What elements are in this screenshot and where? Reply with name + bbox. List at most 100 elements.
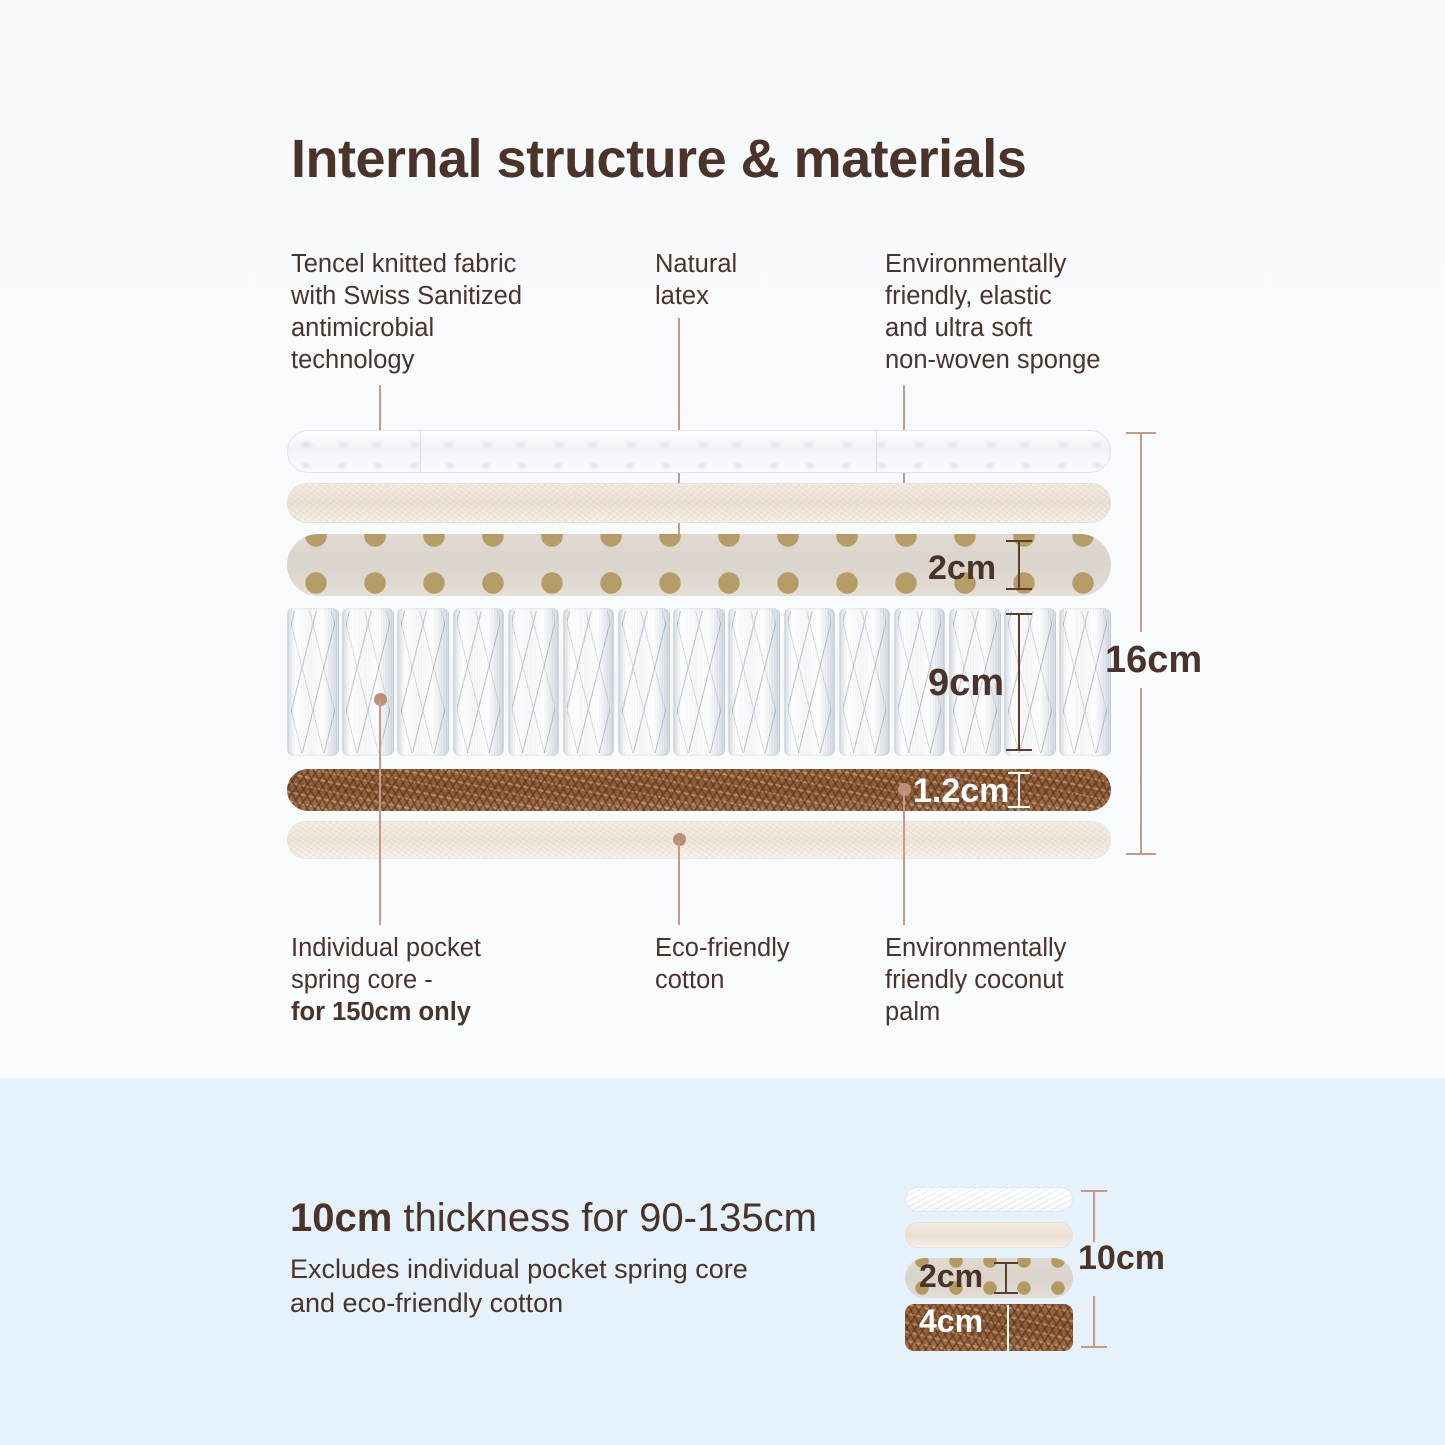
page-title: Internal structure & materials [291, 129, 1027, 189]
spring-coil-texture-alt [291, 611, 335, 753]
spring-coil-texture [401, 611, 445, 753]
spring-fabric-weave [728, 608, 780, 756]
spring-fabric-weave [562, 608, 615, 756]
callout-spring-core-bold: for 150cm only [291, 998, 471, 1026]
pocket-spring-cell [287, 608, 339, 756]
spring-fabric-weave [893, 608, 946, 756]
dim-latex-cap-top [1006, 540, 1032, 542]
spring-coil-texture [732, 611, 776, 753]
spring-fabric-weave [783, 608, 836, 756]
mini-dim-total-label: 10cm [1078, 1239, 1165, 1277]
callout-latex: Natural latex [655, 250, 738, 310]
spring-coil-texture [787, 611, 832, 753]
spring-coil-texture-alt [897, 611, 942, 753]
layer-coconut-palm [287, 769, 1111, 811]
spring-fabric-weave [618, 608, 670, 756]
bottom-section-subtext: Excludes individual pocket spring core a… [290, 1254, 748, 1318]
spring-coil-texture-alt [677, 611, 721, 753]
dim-latex-cap-bottom [1006, 588, 1032, 590]
tencel-seam-right [876, 431, 877, 472]
spring-fabric-weave [949, 608, 1001, 756]
mini-dim-coconut-label: 4cm [919, 1303, 984, 1339]
mini-dim-latex-line [1005, 1262, 1007, 1294]
layer-pocket-spring-core [287, 608, 1111, 756]
pocket-spring-cell [618, 608, 670, 756]
tencel-seam-left [420, 431, 421, 472]
spring-fabric-weave [287, 608, 339, 756]
pocket-spring-cell [673, 608, 725, 756]
spring-coil-texture-alt [1008, 611, 1052, 753]
spring-coil-texture [1008, 611, 1052, 753]
pocket-spring-cell [507, 608, 560, 756]
latex-perforation-texture [287, 534, 1111, 596]
callout-coconut-palm: Environmentally friendly coconut palm [885, 934, 1067, 1026]
pocket-spring-cell [452, 608, 505, 756]
spring-fabric-weave [1059, 608, 1111, 756]
pocket-spring-cell [1004, 608, 1056, 756]
callout-tencel: Tencel knitted fabric with Swiss Sanitiz… [291, 250, 523, 374]
spring-coil-texture-alt [346, 611, 390, 753]
dim-latex-line [1018, 540, 1020, 590]
spring-coil-texture [566, 611, 611, 753]
spring-coil-texture-alt [842, 611, 887, 753]
mini-dim-total-line-lower [1093, 1296, 1095, 1348]
bottom-heading-rest: thickness for 90-135cm [392, 1196, 817, 1240]
mini-dim-latex-cap-top [994, 1262, 1018, 1264]
layer-eco-friendly-cotton [287, 821, 1111, 859]
spring-coil-texture-alt [622, 611, 666, 753]
mini-latex-texture [905, 1258, 1073, 1298]
callout-spring-core: Individual pocket spring core - for 150c… [291, 932, 591, 1028]
bottom-section-heading: 10cm thickness for 90-135cm [290, 1196, 817, 1241]
spring-coil-texture-alt [456, 611, 501, 753]
spring-coil-texture [622, 611, 666, 753]
mini-dim-coconut-line [1007, 1305, 1009, 1351]
mini-dim-latex-cap-bottom [994, 1292, 1018, 1294]
spring-coil-texture-alt [401, 611, 445, 753]
spring-coil-texture [897, 611, 942, 753]
layer-tencel-knitted-fabric [287, 430, 1111, 473]
mini-dim-total-cap-top [1081, 1190, 1107, 1192]
spring-coil-texture [456, 611, 501, 753]
mini-layer-coconut [905, 1304, 1073, 1351]
pocket-spring-cell [893, 608, 946, 756]
spring-coil-texture-alt [953, 611, 997, 753]
leader-line-coconut [903, 790, 905, 925]
mini-layer-sponge [905, 1222, 1073, 1248]
spring-coil-texture [346, 611, 390, 753]
spring-fabric-weave [452, 608, 505, 756]
spring-coil-texture-alt [566, 611, 611, 753]
bottom-heading-bold: 10cm [290, 1196, 393, 1240]
spring-coil-texture [842, 611, 887, 753]
dim-total-label: 16cm [1105, 639, 1203, 681]
spring-fabric-weave [1004, 608, 1056, 756]
spring-coil-texture [511, 611, 556, 753]
background-bottom [0, 1078, 1445, 1445]
dim-coconut-cap-bottom [1008, 806, 1030, 808]
leader-dot-spring-core [374, 693, 387, 706]
leader-line-spring-core [379, 700, 381, 925]
tencel-texture [288, 431, 1110, 472]
spring-coil-texture-alt [787, 611, 832, 753]
dim-springs-line [1018, 613, 1020, 751]
spring-coil-texture [291, 611, 335, 753]
callout-sponge: Environmentally friendly, elastic and ul… [885, 250, 1101, 374]
leader-dot-cotton [673, 833, 686, 846]
mini-layer-tencel [905, 1187, 1073, 1212]
mini-layer-latex [905, 1258, 1073, 1298]
dim-springs-cap-bottom [1006, 749, 1032, 751]
mini-dim-total-line-upper [1093, 1190, 1095, 1242]
callout-eco-cotton: Eco-friendly cotton [655, 934, 790, 994]
callout-spring-core-normal: Individual pocket spring core - [291, 934, 481, 994]
dim-total-cap-top [1126, 432, 1156, 434]
spring-coil-texture-alt [1063, 611, 1107, 753]
mini-dim-total-cap-bottom [1081, 1346, 1107, 1348]
pocket-spring-cell [342, 608, 394, 756]
dim-coconut-line [1018, 772, 1020, 808]
dim-springs-cap-top [1006, 613, 1032, 615]
dim-latex-label: 2cm [928, 549, 997, 587]
spring-coil-texture [1063, 611, 1107, 753]
spring-fabric-weave [838, 608, 891, 756]
dim-coconut-label: 1.2cm [913, 772, 1010, 810]
pocket-spring-cell [783, 608, 836, 756]
dim-total-cap-bottom [1126, 853, 1156, 855]
